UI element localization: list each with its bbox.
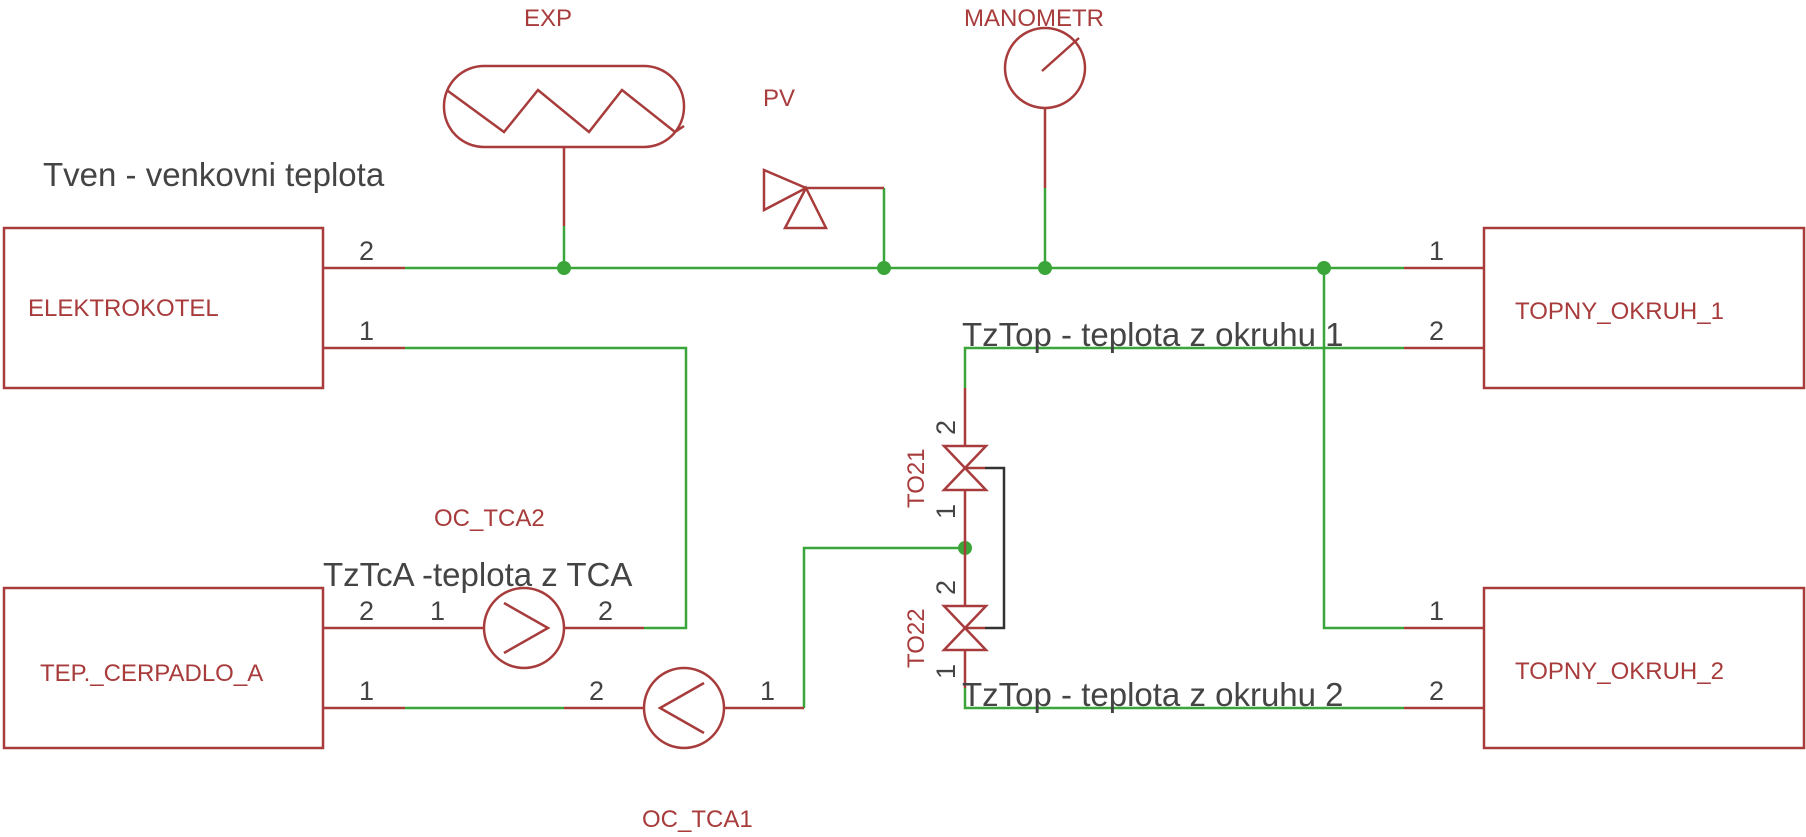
pv-triangle-icon <box>762 168 809 213</box>
oc-tca2-label: OC_TCA2 <box>434 505 545 532</box>
pin-number: 1 <box>931 504 961 519</box>
manometr-gauge[interactable]: MANOMETR <box>964 5 1104 188</box>
topny-okruh-1-label: TOPNY_OKRUH_1 <box>1515 298 1724 325</box>
junction-dot <box>1317 261 1331 275</box>
exp-zigzag-icon <box>447 88 685 134</box>
oc-tca1-label: OC_TCA1 <box>642 806 753 833</box>
pv-label: PV <box>763 85 795 112</box>
note-tztca: TzTcA -teplota z TCA <box>323 556 632 593</box>
pin-number: 2 <box>1429 676 1444 706</box>
oc-tca1-pump[interactable]: OC_TCA1 2 1 <box>564 666 804 833</box>
topny-okruh-2-label: TOPNY_OKRUH_2 <box>1515 658 1724 685</box>
pin-number: 1 <box>760 676 775 706</box>
oc-tca2-pump-icon <box>482 586 566 670</box>
manometr-label: MANOMETR <box>964 5 1104 32</box>
note-tztop1: TzTop - teplota z okruhu 1 <box>962 316 1344 353</box>
wire-branch-okruh2 <box>1322 268 1404 630</box>
pump-chevron-right-icon <box>503 601 551 655</box>
pv-valve[interactable]: PV <box>762 85 884 230</box>
pin-number: 1 <box>1429 596 1444 626</box>
junction-dot <box>557 261 571 275</box>
elektrokotel-label: ELEKTROKOTEL <box>28 295 219 322</box>
topny-okruh-2-box <box>1482 586 1806 750</box>
valve-linkage <box>985 466 1006 630</box>
tep-cerpadlo-label: TEP._CERPADLO_A <box>40 660 263 687</box>
pin-number: 1 <box>931 664 961 679</box>
wire-okruh1-return <box>963 346 1404 388</box>
tep-cerpadlo-box <box>2 586 325 750</box>
junction-dot <box>1038 261 1052 275</box>
manometr-needle <box>1041 37 1080 72</box>
to22-valve[interactable]: TO22 2 1 <box>903 548 989 688</box>
note-tven: Tven - venkovni teplota <box>43 156 385 193</box>
elektrokotel-box <box>2 226 325 390</box>
pin-number: 2 <box>359 236 374 266</box>
wires <box>405 188 1404 710</box>
topny-okruh-2-block[interactable]: TOPNY_OKRUH_2 1 2 <box>1404 586 1806 750</box>
to22-valve-icon <box>941 604 989 652</box>
topny-okruh-1-box <box>1482 226 1806 390</box>
oc-tca1-pump-icon <box>642 666 726 750</box>
pv-triangle-icon <box>782 185 829 230</box>
topny-okruh-1-block[interactable]: TOPNY_OKRUH_1 1 2 <box>1404 226 1806 390</box>
oc-tca2-pump[interactable]: OC_TCA2 1 2 <box>405 505 644 670</box>
to21-valve[interactable]: TO21 2 1 <box>903 388 989 548</box>
exp-label: EXP <box>524 5 572 32</box>
pin-number: 2 <box>589 676 604 706</box>
pin-number: 2 <box>931 580 961 595</box>
pump-chevron-left-icon <box>657 681 705 735</box>
pin-number: 1 <box>359 316 374 346</box>
pin-number: 1 <box>430 596 445 626</box>
pin-number: 1 <box>1429 236 1444 266</box>
pin-number: 2 <box>931 420 961 435</box>
exp-vessel[interactable]: EXP <box>442 5 686 226</box>
pin-number: 2 <box>359 596 374 626</box>
tep-cerpadlo-block[interactable]: TEP._CERPADLO_A 2 1 <box>2 586 405 750</box>
elektrokotel-block[interactable]: ELEKTROKOTEL 2 1 <box>2 226 405 390</box>
pin-number: 2 <box>1429 316 1444 346</box>
pin-number: 2 <box>598 596 613 626</box>
exp-vessel-body <box>442 64 686 149</box>
to21-label: TO21 <box>903 448 930 508</box>
junctions <box>557 261 1331 555</box>
wire-okruh2-return <box>963 688 1404 710</box>
wire-tca1-to-valves <box>802 546 965 708</box>
to22-label: TO22 <box>903 608 930 668</box>
note-tztop2: TzTop - teplota z okruhu 2 <box>962 676 1344 713</box>
pin-number: 1 <box>359 676 374 706</box>
to21-valve-icon <box>941 444 989 492</box>
wire-kotel-return <box>405 346 688 630</box>
junction-dot <box>877 261 891 275</box>
